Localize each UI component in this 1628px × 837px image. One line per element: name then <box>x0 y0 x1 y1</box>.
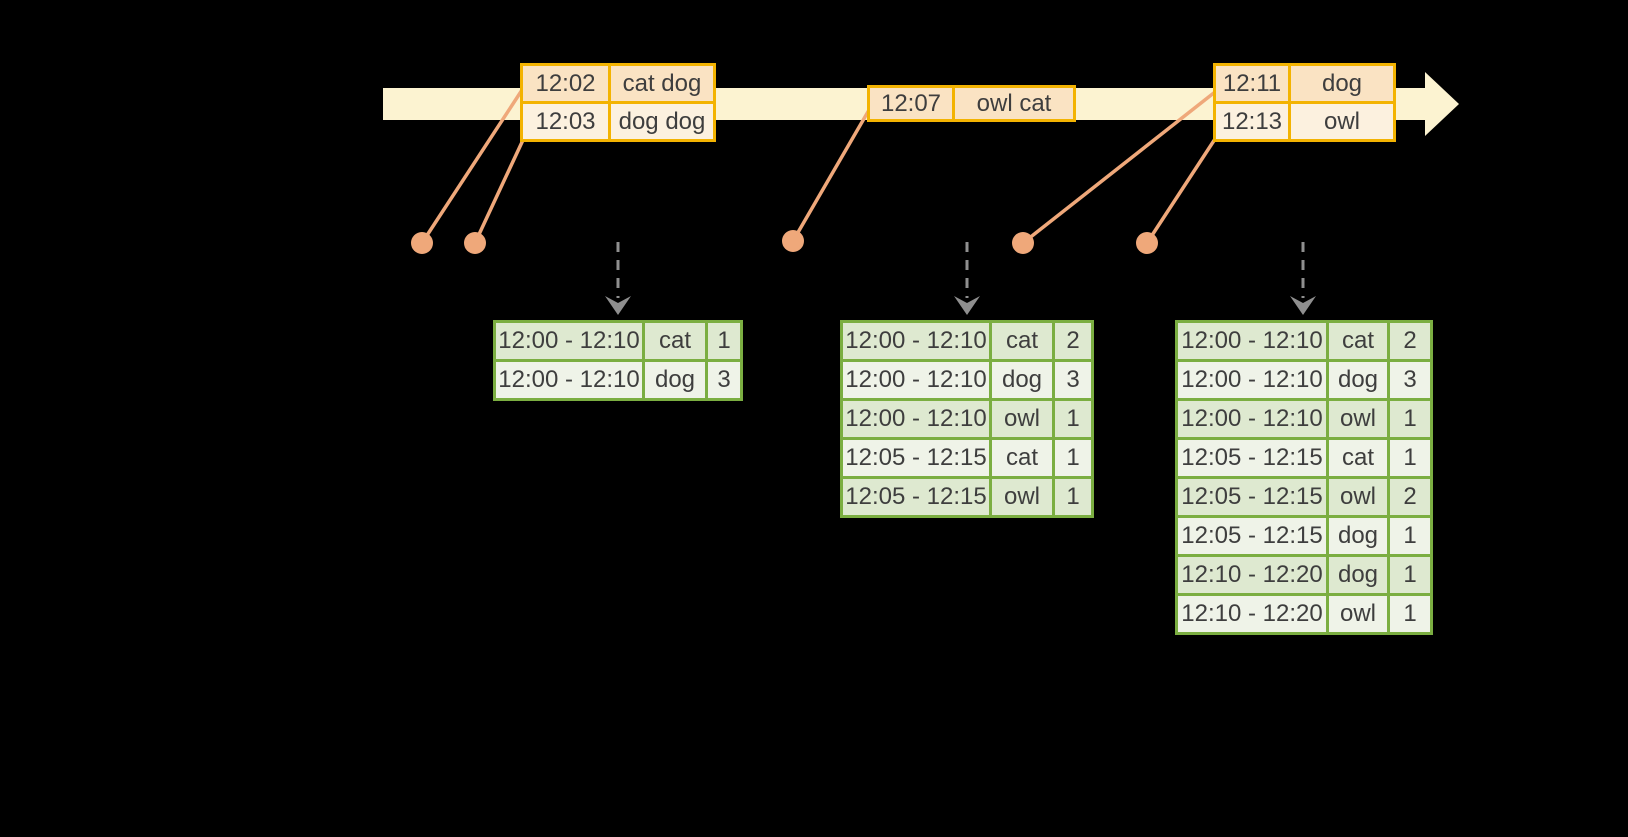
event-words-cell: owl cat <box>955 88 1073 119</box>
word-cell: dog <box>992 362 1052 398</box>
count-cell: 2 <box>1390 479 1430 515</box>
word-cell: cat <box>1329 440 1387 476</box>
word-cell: owl <box>1329 596 1387 632</box>
window-cell: 12:00 - 12:10 <box>496 362 642 398</box>
count-cell: 1 <box>708 323 740 359</box>
count-cell: 1 <box>1055 440 1091 476</box>
event-words-cell: cat dog <box>611 66 713 101</box>
word-cell: owl <box>992 401 1052 437</box>
word-cell: dog <box>645 362 705 398</box>
window-cell: 12:05 - 12:15 <box>1178 479 1326 515</box>
event-words-cell: owl <box>1291 104 1393 139</box>
window-cell: 12:05 - 12:15 <box>1178 518 1326 554</box>
count-cell: 2 <box>1390 323 1430 359</box>
window-cell: 12:10 - 12:20 <box>1178 557 1326 593</box>
window-cell: 12:00 - 12:10 <box>843 362 989 398</box>
window-cell: 12:00 - 12:10 <box>1178 323 1326 359</box>
count-cell: 1 <box>1390 518 1430 554</box>
word-cell: dog <box>1329 362 1387 398</box>
window-cell: 12:00 - 12:10 <box>1178 362 1326 398</box>
window-cell: 12:00 - 12:10 <box>1178 401 1326 437</box>
event-dot-icon <box>1012 232 1034 254</box>
trigger-arrowhead-icon <box>605 296 631 315</box>
count-cell: 1 <box>1390 557 1430 593</box>
window-cell: 12:05 - 12:15 <box>843 440 989 476</box>
count-cell: 3 <box>1390 362 1430 398</box>
event-time-cell: 12:02 <box>523 66 608 101</box>
word-cell: cat <box>992 440 1052 476</box>
event-time-axis-arrowhead-icon <box>1425 72 1459 136</box>
event-dots <box>411 230 1158 254</box>
trigger-arrowhead-icon <box>954 296 980 315</box>
event-dot-icon <box>782 230 804 252</box>
count-cell: 3 <box>708 362 740 398</box>
count-cell: 1 <box>1055 401 1091 437</box>
word-cell: cat <box>645 323 705 359</box>
event-dot-icon <box>411 232 433 254</box>
window-cell: 12:05 - 12:15 <box>843 479 989 515</box>
event-connector-line <box>473 139 525 244</box>
window-cell: 12:00 - 12:10 <box>843 323 989 359</box>
word-cell: dog <box>1329 518 1387 554</box>
word-cell: cat <box>1329 323 1387 359</box>
word-cell: owl <box>1329 479 1387 515</box>
count-cell: 1 <box>1390 596 1430 632</box>
event-dot-icon <box>464 232 486 254</box>
event-words-cell: dog dog <box>611 104 713 139</box>
event-time-cell: 12:11 <box>1216 66 1288 101</box>
event-words-cell: dog <box>1291 66 1393 101</box>
event-time-cell: 12:13 <box>1216 104 1288 139</box>
event-dot-icon <box>1136 232 1158 254</box>
window-cell: 12:05 - 12:15 <box>1178 440 1326 476</box>
word-cell: dog <box>1329 557 1387 593</box>
word-cell: owl <box>1329 401 1387 437</box>
trigger-arrowhead-icon <box>1290 296 1316 315</box>
event-time-cell: 12:07 <box>870 88 952 119</box>
trigger-arrows <box>605 242 1316 315</box>
count-cell: 1 <box>1390 440 1430 476</box>
count-cell: 1 <box>1055 479 1091 515</box>
window-cell: 12:00 - 12:10 <box>496 323 642 359</box>
count-cell: 1 <box>1390 401 1430 437</box>
event-connector-line <box>791 109 871 242</box>
event-connector-line <box>1145 138 1217 244</box>
window-cell: 12:00 - 12:10 <box>843 401 989 437</box>
word-cell: cat <box>992 323 1052 359</box>
count-cell: 2 <box>1055 323 1091 359</box>
word-cell: owl <box>992 479 1052 515</box>
window-cell: 12:10 - 12:20 <box>1178 596 1326 632</box>
count-cell: 3 <box>1055 362 1091 398</box>
event-time-cell: 12:03 <box>523 104 608 139</box>
